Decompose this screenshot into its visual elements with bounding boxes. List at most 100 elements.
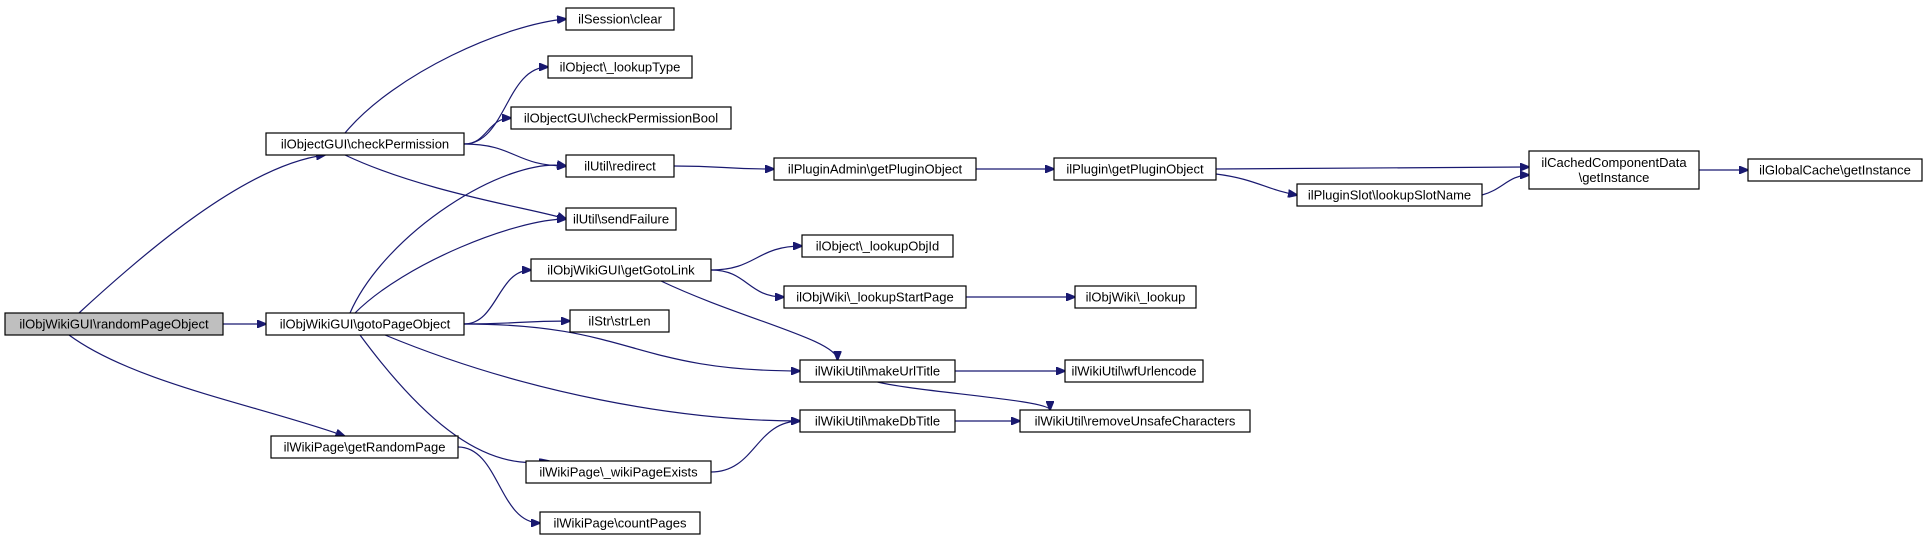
- edge-pluginGetPluginObject-to-cachedGetInstance: [1215, 167, 1529, 169]
- node-checkPermissionBool[interactable]: ilObjectGUI\checkPermissionBool: [510, 106, 732, 130]
- node-box[interactable]: [265, 132, 465, 156]
- node-label: ilPluginSlot\lookupSlotName: [1308, 188, 1471, 203]
- node-label: \getInstance: [1579, 170, 1650, 185]
- node-lookupObjId[interactable]: ilObject\_lookupObjId: [801, 234, 954, 258]
- node-label: ilPlugin\getPluginObject: [1066, 162, 1204, 177]
- node-makeDbTitle[interactable]: ilWikiUtil\makeDbTitle: [799, 409, 956, 433]
- node-box[interactable]: [1064, 359, 1204, 383]
- node-lookupStartPage[interactable]: ilObjWiki\_lookupStartPage: [783, 285, 967, 309]
- node-getGotoLink[interactable]: ilObjWikiGUI\getGotoLink: [530, 258, 712, 282]
- node-box[interactable]: [530, 258, 712, 282]
- node-box[interactable]: [565, 207, 677, 231]
- node-box[interactable]: [270, 435, 459, 459]
- node-box[interactable]: [510, 106, 732, 130]
- edge-pluginGetPluginObject-to-lookupSlotName: [1215, 173, 1297, 195]
- edge-gotoPageObject-to-redirect: [349, 165, 566, 314]
- node-label: ilWikiUtil\wfUrlencode: [1072, 364, 1197, 379]
- edge-getGotoLink-to-lookupStartPage: [710, 269, 784, 297]
- node-box[interactable]: [783, 285, 967, 309]
- node-label: ilWikiPage\countPages: [554, 516, 687, 531]
- node-label: ilStr\strLen: [588, 314, 650, 329]
- node-sendFailure[interactable]: ilUtil\sendFailure: [565, 207, 677, 231]
- node-box[interactable]: [1019, 409, 1251, 433]
- node-pluginAdminGetPluginObject[interactable]: ilPluginAdmin\getPluginObject: [773, 157, 977, 181]
- edge-checkPermission-to-checkPermissionBool: [463, 118, 511, 145]
- node-removeUnsafeCharacters[interactable]: ilWikiUtil\removeUnsafeCharacters: [1019, 409, 1251, 433]
- node-box[interactable]: [4, 312, 224, 336]
- node-countPages[interactable]: ilWikiPage\countPages: [539, 511, 701, 535]
- node-label: ilObjectGUI\checkPermission: [281, 137, 449, 152]
- edge-getGotoLink-to-makeUrlTitle: [660, 280, 838, 360]
- node-makeUrlTitle[interactable]: ilWikiUtil\makeUrlTitle: [799, 359, 956, 383]
- node-pluginGetPluginObject[interactable]: ilPlugin\getPluginObject: [1053, 157, 1217, 181]
- edge-checkPermission-to-sendFailure: [344, 154, 566, 219]
- node-label: ilWikiPage\getRandomPage: [284, 440, 446, 455]
- edge-randomPageObject-to-getRandomPage: [68, 334, 345, 436]
- node-label: ilObject\_lookupType: [560, 60, 681, 75]
- node-box[interactable]: [1296, 183, 1483, 207]
- node-label: ilObjWikiGUI\randomPageObject: [19, 317, 209, 332]
- node-wfUrlencode[interactable]: ilWikiUtil\wfUrlencode: [1064, 359, 1204, 383]
- node-randomPageObject[interactable]: ilObjWikiGUI\randomPageObject: [4, 312, 224, 336]
- node-label: ilCachedComponentData: [1541, 155, 1687, 170]
- node-box[interactable]: [539, 511, 701, 535]
- node-lookupSlotName[interactable]: ilPluginSlot\lookupSlotName: [1296, 183, 1483, 207]
- edge-checkPermission-to-lookupType: [463, 67, 548, 145]
- node-gotoPageObject[interactable]: ilObjWikiGUI\gotoPageObject: [265, 312, 465, 336]
- node-label: ilObjWiki\_lookup: [1086, 290, 1186, 305]
- node-globalCacheGetInstance[interactable]: ilGlobalCache\getInstance: [1747, 158, 1923, 182]
- node-box[interactable]: [547, 55, 693, 79]
- node-label: ilWikiUtil\makeUrlTitle: [815, 364, 940, 379]
- node-label: ilObjectGUI\checkPermissionBool: [524, 111, 718, 126]
- node-objWikiLookup[interactable]: ilObjWiki\_lookup: [1074, 285, 1197, 309]
- node-wikiPageExists[interactable]: ilWikiPage\_wikiPageExists: [525, 460, 712, 484]
- node-label: ilUtil\sendFailure: [573, 212, 669, 227]
- node-box[interactable]: [525, 460, 712, 484]
- edge-gotoPageObject-to-makeUrlTitle: [463, 323, 800, 371]
- edge-lookupSlotName-to-cachedGetInstance: [1481, 175, 1529, 196]
- node-label: ilWikiPage\_wikiPageExists: [539, 465, 698, 480]
- node-box[interactable]: [1053, 157, 1217, 181]
- node-box[interactable]: [799, 409, 956, 433]
- edges: [68, 19, 1748, 523]
- node-getRandomPage[interactable]: ilWikiPage\getRandomPage: [270, 435, 459, 459]
- edge-gotoPageObject-to-sendFailure: [354, 219, 566, 314]
- node-lookupType[interactable]: ilObject\_lookupType: [547, 55, 693, 79]
- node-box[interactable]: [1074, 285, 1197, 309]
- node-checkPermission[interactable]: ilObjectGUI\checkPermission: [265, 132, 465, 156]
- node-cachedGetInstance[interactable]: ilCachedComponentData\getInstance: [1528, 150, 1700, 190]
- node-label: ilUtil\redirect: [584, 159, 656, 174]
- node-box[interactable]: [565, 7, 675, 31]
- node-box[interactable]: [265, 312, 465, 336]
- node-sessionClear[interactable]: ilSession\clear: [565, 7, 675, 31]
- edge-gotoPageObject-to-wikiPageExists: [359, 334, 549, 463]
- node-box[interactable]: [569, 309, 670, 333]
- edge-redirect-to-pluginAdminGetPluginObject: [673, 166, 774, 169]
- node-label: ilObjWikiGUI\getGotoLink: [547, 263, 695, 278]
- node-label: ilWikiUtil\makeDbTitle: [815, 414, 940, 429]
- edge-gotoPageObject-to-makeDbTitle: [384, 334, 800, 421]
- node-label: ilWikiUtil\removeUnsafeCharacters: [1035, 414, 1236, 429]
- edge-getRandomPage-to-countPages: [457, 446, 540, 523]
- node-label: ilObjWikiGUI\gotoPageObject: [280, 317, 451, 332]
- edge-randomPageObject-to-checkPermission: [78, 155, 325, 314]
- node-box[interactable]: [1528, 150, 1700, 190]
- node-label: ilObject\_lookupObjId: [816, 239, 940, 254]
- node-label: ilPluginAdmin\getPluginObject: [788, 162, 963, 177]
- node-strLen[interactable]: ilStr\strLen: [569, 309, 670, 333]
- node-label: ilSession\clear: [578, 12, 662, 27]
- node-box[interactable]: [565, 154, 675, 178]
- edge-makeUrlTitle-to-removeUnsafeCharacters: [877, 381, 1051, 410]
- edge-checkPermission-to-sessionClear: [344, 19, 566, 134]
- node-box[interactable]: [1747, 158, 1923, 182]
- edge-gotoPageObject-to-strLen: [463, 321, 570, 324]
- node-box[interactable]: [801, 234, 954, 258]
- node-label: ilGlobalCache\getInstance: [1759, 163, 1911, 178]
- node-box[interactable]: [799, 359, 956, 383]
- edge-wikiPageExists-to-makeDbTitle: [710, 421, 800, 473]
- edge-getGotoLink-to-lookupObjId: [710, 246, 802, 271]
- node-box[interactable]: [773, 157, 977, 181]
- node-redirect[interactable]: ilUtil\redirect: [565, 154, 675, 178]
- edge-checkPermission-to-redirect: [463, 143, 566, 166]
